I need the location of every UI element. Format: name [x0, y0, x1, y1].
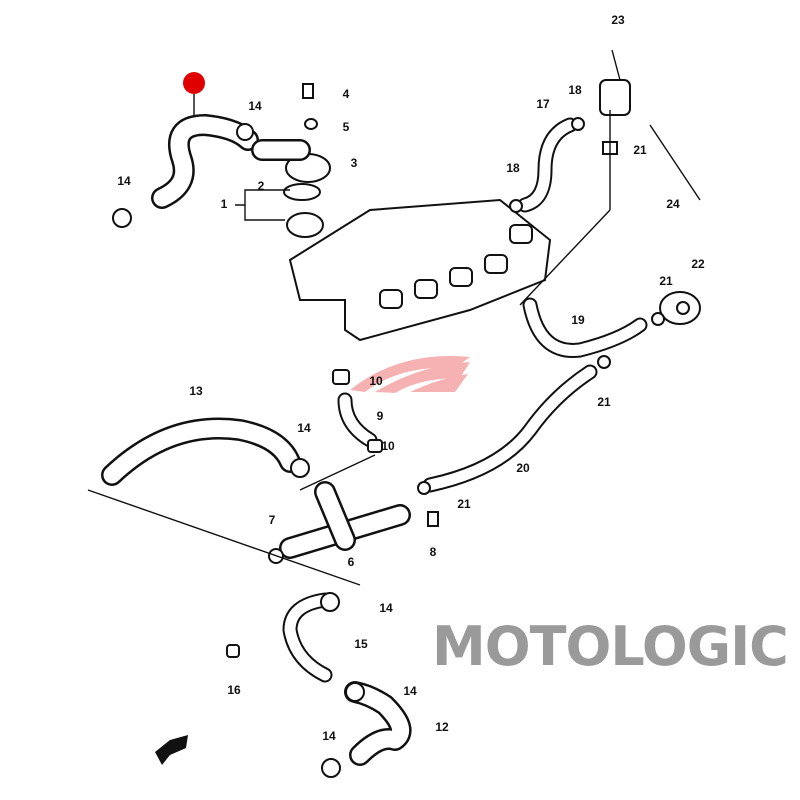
callout-7: 7 [269, 513, 276, 527]
hose-12 [344, 681, 412, 766]
callout-14: 14 [403, 684, 417, 698]
callout-9: 9 [377, 409, 384, 423]
callout-14: 14 [379, 601, 393, 615]
callout-17: 17 [536, 97, 550, 111]
callout-3: 3 [351, 156, 358, 170]
callout-24: 24 [666, 197, 680, 211]
callout-8: 8 [430, 545, 437, 559]
callout-21: 21 [457, 497, 471, 511]
pipe-6 [279, 481, 411, 559]
flange-22 [659, 291, 701, 325]
callout-20: 20 [516, 461, 530, 475]
callout-21: 21 [633, 143, 647, 157]
callout-13: 13 [189, 384, 203, 398]
callout-labels: 23 4 14 5 17 18 3 21 14 2 18 1 24 21 22 … [117, 13, 705, 743]
callout-14: 14 [117, 174, 131, 188]
watermark-text: MOTOLOGIC [432, 615, 788, 678]
front-arrow-icon [155, 735, 188, 765]
callout-14: 14 [297, 421, 311, 435]
hose-19 [522, 297, 648, 358]
callout-21: 21 [597, 395, 611, 409]
callout-10: 10 [369, 374, 383, 388]
callout-21: 21 [659, 274, 673, 288]
watermark-swoosh [350, 355, 470, 393]
callout-23: 23 [611, 13, 625, 27]
callout-2: 2 [258, 179, 265, 193]
callout-5: 5 [343, 120, 350, 134]
hose-20 [422, 364, 598, 493]
hose-9 [337, 392, 378, 448]
hose-13 [101, 417, 301, 486]
hose-bottom [282, 592, 333, 683]
callout-14: 14 [248, 99, 262, 113]
callout-4: 4 [343, 87, 350, 101]
thermostat-housing [251, 83, 331, 238]
callout-10: 10 [381, 439, 395, 453]
callout-18: 18 [506, 161, 520, 175]
callout-12: 12 [435, 720, 449, 734]
hose-top-left [151, 114, 259, 209]
callout-19: 19 [571, 313, 585, 327]
water-valve-23 [599, 49, 631, 155]
callout-22: 22 [691, 257, 705, 271]
callout-14: 14 [322, 729, 336, 743]
hose-17 [517, 117, 578, 213]
callout-6: 6 [348, 555, 355, 569]
leader-lines [87, 110, 701, 586]
callout-15: 15 [354, 637, 368, 651]
callout-18: 18 [568, 83, 582, 97]
clamps [112, 117, 665, 778]
callout-16: 16 [227, 683, 241, 697]
callout-1: 1 [221, 197, 228, 211]
red-marker-dot [183, 72, 205, 94]
intake-manifold [288, 198, 552, 342]
